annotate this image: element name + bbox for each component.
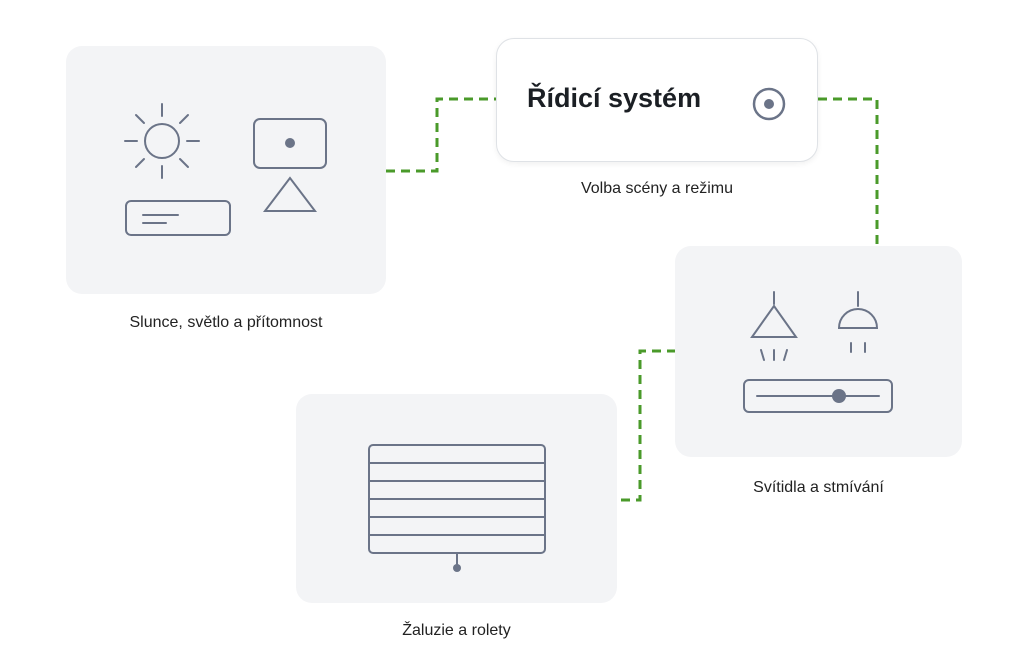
hub-title: Řídicí systém [527, 83, 702, 113]
sun-icon [124, 103, 200, 179]
sensors-card [66, 46, 386, 294]
light-sensor-icon [125, 200, 231, 236]
target-icon [752, 87, 786, 121]
control-system-hub[interactable]: Řídicí systém [496, 38, 818, 162]
connector-hub-to-lighting [818, 97, 879, 246]
connector-lighting-to-blinds [617, 349, 676, 502]
dimmer-slider-icon [743, 379, 893, 413]
dome-lamp-icon [837, 291, 879, 353]
lighting-caption: Svítidla a stmívání [753, 479, 884, 496]
connector-sensors-to-hub [386, 97, 496, 173]
motion-sensor-icon [253, 118, 327, 212]
blinds-icon [368, 444, 546, 572]
pendant-lamp-icon [750, 291, 798, 361]
lighting-card [675, 246, 962, 457]
blinds-card [296, 394, 617, 603]
sensors-caption: Slunce, světlo a přítomnost [129, 314, 323, 331]
hub-caption: Volba scény a režimu [580, 180, 734, 197]
blinds-caption: Žaluzie a rolety [402, 622, 511, 639]
